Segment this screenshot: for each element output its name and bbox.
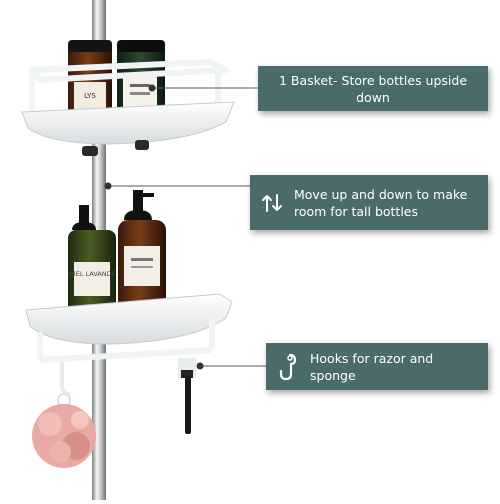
callout-3-text: Hooks for razor and sponge [310,350,434,383]
bath-sponge [32,404,96,468]
up-down-arrows-icon [260,191,284,215]
callout-adjust-height: Move up and down to make room for tall b… [250,175,488,230]
callout-hooks: Hooks for razor and sponge [266,343,488,390]
callout-1-text: 1 Basket- Store bottles upside down [278,72,468,105]
hook-icon [276,352,300,382]
callout-basket-info: 1 Basket- Store bottles upside down [258,66,488,111]
upper-bottles: LYS [68,40,165,122]
upper-bottle-label: LYS [84,92,96,100]
sponge-hook [32,362,96,468]
lower-bottle-label: MIEL LAVANDE [68,270,116,278]
upper-basket [21,59,235,156]
callout-2-text: Move up and down to make room for tall b… [294,186,468,219]
towel-bar [39,347,213,363]
razor [178,358,196,434]
lower-bottles: MIEL LAVANDE [68,190,166,316]
lower-basket [25,293,233,363]
